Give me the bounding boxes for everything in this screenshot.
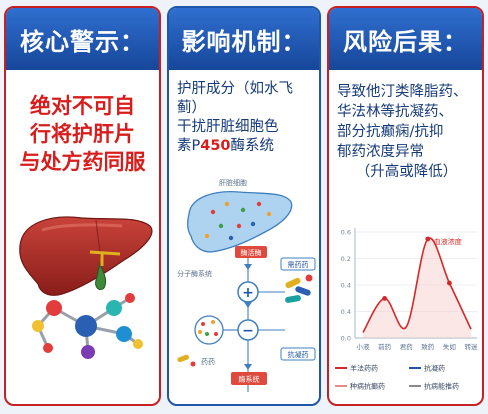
chart-x-tick: 小液 (357, 342, 371, 351)
panel-core-warning: 核心警示： 绝对不可自 行将护肝片 与处方药同服 (4, 6, 161, 406)
arrow-down-2 (244, 302, 252, 308)
core-warning-text: 绝对不可自 行将护肝片 与处方药同服 (6, 92, 159, 176)
chart-point (382, 296, 387, 301)
chart-x-tick: 转迷 (465, 342, 479, 351)
arrow-down-1 (244, 264, 252, 270)
chart-point (425, 236, 431, 242)
liver-cell-dots (204, 201, 272, 241)
minus-sign: − (242, 323, 254, 339)
cyp450-number: 450 (200, 138, 231, 154)
mechanism-line-2: 干扰肝脏细胞色 (177, 119, 279, 135)
panel-risk-consequence: 风险后果： 导致他汀类降脂药、 华法林等抗凝药、 部分抗癫痫/抗抑 郁药浓度异常… (327, 6, 484, 406)
chart-area-fill (363, 238, 471, 338)
risk-line-4: 郁药浓度异常 (337, 144, 424, 160)
arrow-down-3 (244, 364, 252, 370)
right-mid-tag-bg (280, 347, 316, 361)
chart-annotation: 血液浓度 (434, 237, 462, 246)
chart-y-tick: 0.0 (341, 335, 351, 343)
risk-line-5: （升高或降低） (355, 164, 458, 180)
liver-illustration (19, 216, 153, 296)
pill-icons (285, 274, 313, 303)
enzyme-tag-bg (235, 246, 267, 258)
enzyme-tag: 酶活酶 (241, 248, 262, 257)
chart-point (447, 280, 452, 286)
chart-y-tick: 0.4 (341, 282, 351, 290)
mechanism-line-3-suffix: 酶系统 (230, 138, 275, 154)
liver-cell-shape (187, 190, 293, 253)
chart-y-tick: 0.6 (341, 229, 351, 237)
diagram-bottom-left-label: 药药 (201, 357, 215, 366)
chart-x-tick: 失如 (443, 342, 456, 351)
chart-x-tick: 君药 (400, 342, 414, 351)
chart-legend-label: 抗病能推药 (424, 382, 459, 391)
mechanism-line-1: 护肝成分（如水飞蓟） (177, 81, 293, 116)
bottom-tag: 酶系统 (239, 375, 260, 384)
chart-x-tick: 致药 (421, 342, 435, 351)
core-warning-line-3: 与处方药同服 (19, 150, 146, 174)
molecule-illustration (32, 293, 143, 359)
panel-core-warning-title: 核心警示： (6, 8, 159, 70)
right-top-tag: 需药药 (288, 260, 309, 269)
small-cell-dots (198, 320, 218, 336)
minus-circle (237, 319, 259, 341)
bottom-left-pills (177, 354, 196, 367)
right-mid-tag: 抗凝药 (288, 350, 309, 359)
plus-sign: + (242, 285, 254, 301)
risk-text: 导致他汀类降脂药、 华法林等抗凝药、 部分抗癫痫/抗抑 郁药浓度异常 （升高或降… (337, 82, 476, 182)
mechanism-line-3-prefix: 素P (177, 138, 201, 154)
blood-concentration-chart: 0.6 0.2 0.4 0.4 0.0 小液前药君药致药失如转迷 血液浓度羊法药药 抗凝药种病… (335, 228, 479, 391)
diagram-liver-label: 肝脏细胞 (219, 178, 247, 187)
mechanism-text: 护肝成分（如水飞蓟） 干扰肝脏细胞色 素P450酶系统 (177, 80, 313, 156)
diagram-middle-label: 分子酶系统 (177, 269, 212, 278)
chart-legend-label: 抗凝药 (424, 364, 445, 373)
panel-mechanism-title: 影响机制： (169, 8, 319, 70)
risk-line-1: 导致他汀类降脂药、 (337, 84, 468, 100)
right-top-tag-bg (280, 257, 316, 271)
core-warning-line-2: 行将护肝片 (30, 122, 135, 146)
mechanism-line-3: 素P450酶系统 (177, 137, 313, 156)
chart-legend-label: 羊法药药 (350, 364, 378, 373)
small-cell-left (194, 315, 224, 345)
risk-line-2: 华法林等抗凝药、 (337, 104, 453, 120)
chart-y-tick: 0.2 (341, 255, 351, 263)
core-warning-line-1: 绝对不可自 (30, 94, 135, 118)
chart-legend-label: 种病抗癫药 (350, 382, 385, 391)
chart-x-tick: 前药 (378, 342, 392, 351)
bottom-tag-bg (231, 372, 267, 385)
risk-line-3: 部分抗癫痫/抗抑 (337, 124, 444, 140)
panel-risk-title: 风险后果： (329, 8, 482, 70)
mechanism-diagram: 肝脏细胞 酶活酶 需药药 (177, 178, 316, 392)
chart-y-tick: 0.4 (341, 308, 351, 316)
panel-mechanism: 影响机制： 护肝成分（如水飞蓟） 干扰肝脏细胞色 素P450酶系统 肝脏细胞 (167, 6, 321, 406)
plus-circle (237, 281, 259, 303)
